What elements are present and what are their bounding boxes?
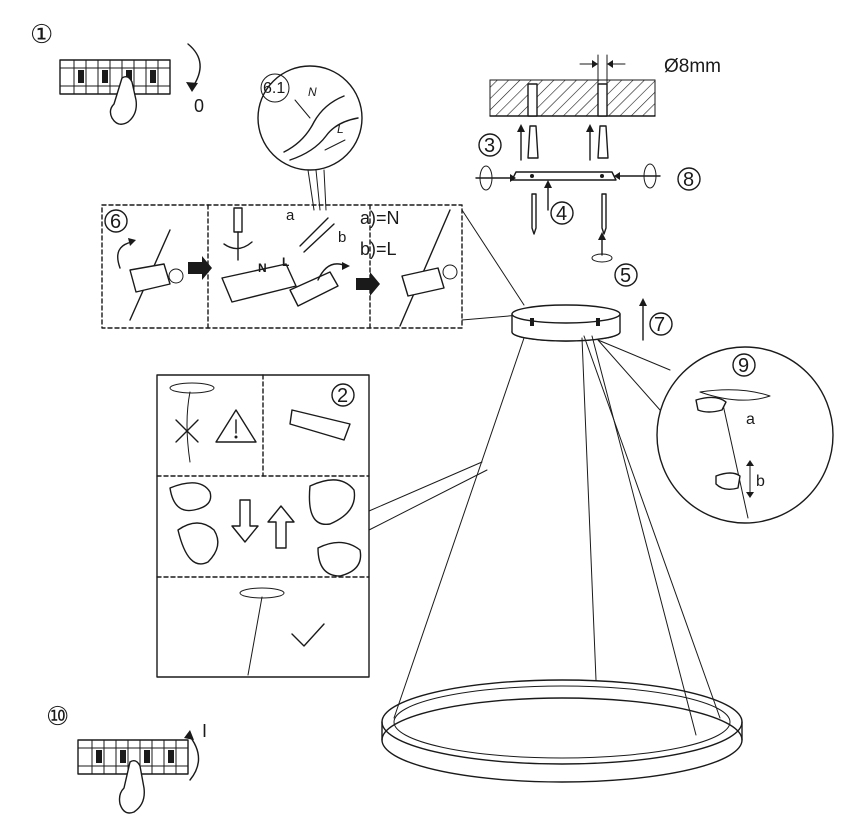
rotate-up-arrow-icon	[187, 733, 200, 781]
step-2-cable-check-panel: 2	[156, 374, 370, 678]
step-10-number: ⑩	[46, 701, 69, 731]
ceiling-mounting: Ø8mm 3 4 5 8	[475, 54, 721, 341]
drill-hole-left	[527, 83, 538, 117]
off-state-label: 0	[194, 96, 204, 116]
cable-a-label: a	[746, 411, 755, 428]
cross-icon	[175, 419, 199, 443]
screw-right	[601, 193, 607, 235]
wire-b-label: b	[338, 229, 346, 246]
step-6-1-number: 6.1	[263, 80, 285, 97]
step-6-connector-panel: 6 N L a b a)=N b)=L	[101, 204, 463, 329]
step-2-number: 2	[337, 385, 348, 407]
hole-diameter-label: Ø8mm	[664, 56, 721, 77]
step-7-number: 7	[654, 314, 665, 336]
step-1-breaker-off: ① 0	[30, 19, 204, 125]
suspension-cable-3	[591, 335, 697, 736]
step-3-number: 3	[484, 135, 495, 157]
pull-down-arrow-icon	[231, 499, 259, 543]
hand-icon-10	[118, 759, 145, 814]
hand-icon-9a	[695, 396, 727, 413]
drill-hole-right	[597, 83, 608, 117]
breaker-panel-icon-2	[77, 739, 189, 775]
canopy	[511, 304, 621, 324]
rotate-down-arrow-icon	[187, 43, 201, 89]
light-ring	[381, 679, 743, 765]
legend-a-n: a)=N	[360, 208, 400, 228]
hand-icon	[109, 75, 138, 125]
hand-icon-9b	[715, 472, 741, 491]
step-9-height-adjust-detail: 9 a b	[597, 339, 834, 524]
cable-sleeve	[289, 409, 351, 441]
cable-clamp-left	[129, 263, 171, 293]
screw-left	[531, 193, 537, 235]
wire-a-label: a	[286, 207, 295, 224]
terminal-l: L	[282, 255, 289, 269]
cable-b-label: b	[756, 473, 765, 490]
dowel-right	[597, 125, 609, 159]
step-4-number: 4	[556, 203, 567, 225]
warning-triangle-icon	[215, 409, 257, 443]
on-state-label: I	[202, 721, 207, 741]
terminal-n: N	[258, 261, 267, 275]
step-10-breaker-on: ⑩ I	[46, 701, 207, 814]
wire-n-letter: N	[308, 85, 317, 99]
gloved-hand-left	[169, 482, 212, 512]
suspension-cable-2	[581, 337, 597, 681]
step-6-number: 6	[110, 211, 121, 233]
legend-b-l: b)=L	[360, 239, 397, 259]
push-up-arrow-icon	[267, 505, 295, 549]
step-9-number: 9	[738, 355, 749, 377]
wire-l-letter: L	[337, 122, 344, 136]
dowel-left	[527, 125, 539, 159]
terminal-block	[221, 263, 297, 303]
step-5-number: 5	[620, 265, 631, 287]
gloved-hand-right	[308, 479, 356, 525]
step-1-number: ①	[30, 19, 53, 49]
step-8-number: 8	[683, 169, 694, 191]
breaker-panel-icon	[59, 59, 171, 95]
check-icon	[291, 623, 325, 647]
ceiling	[489, 79, 656, 117]
cable-clamp-right	[401, 267, 445, 297]
suspension-cable-1	[393, 337, 525, 719]
pendant-lamp	[381, 304, 743, 783]
step-6-1-wire-detail: 6.1 N L	[257, 65, 363, 211]
